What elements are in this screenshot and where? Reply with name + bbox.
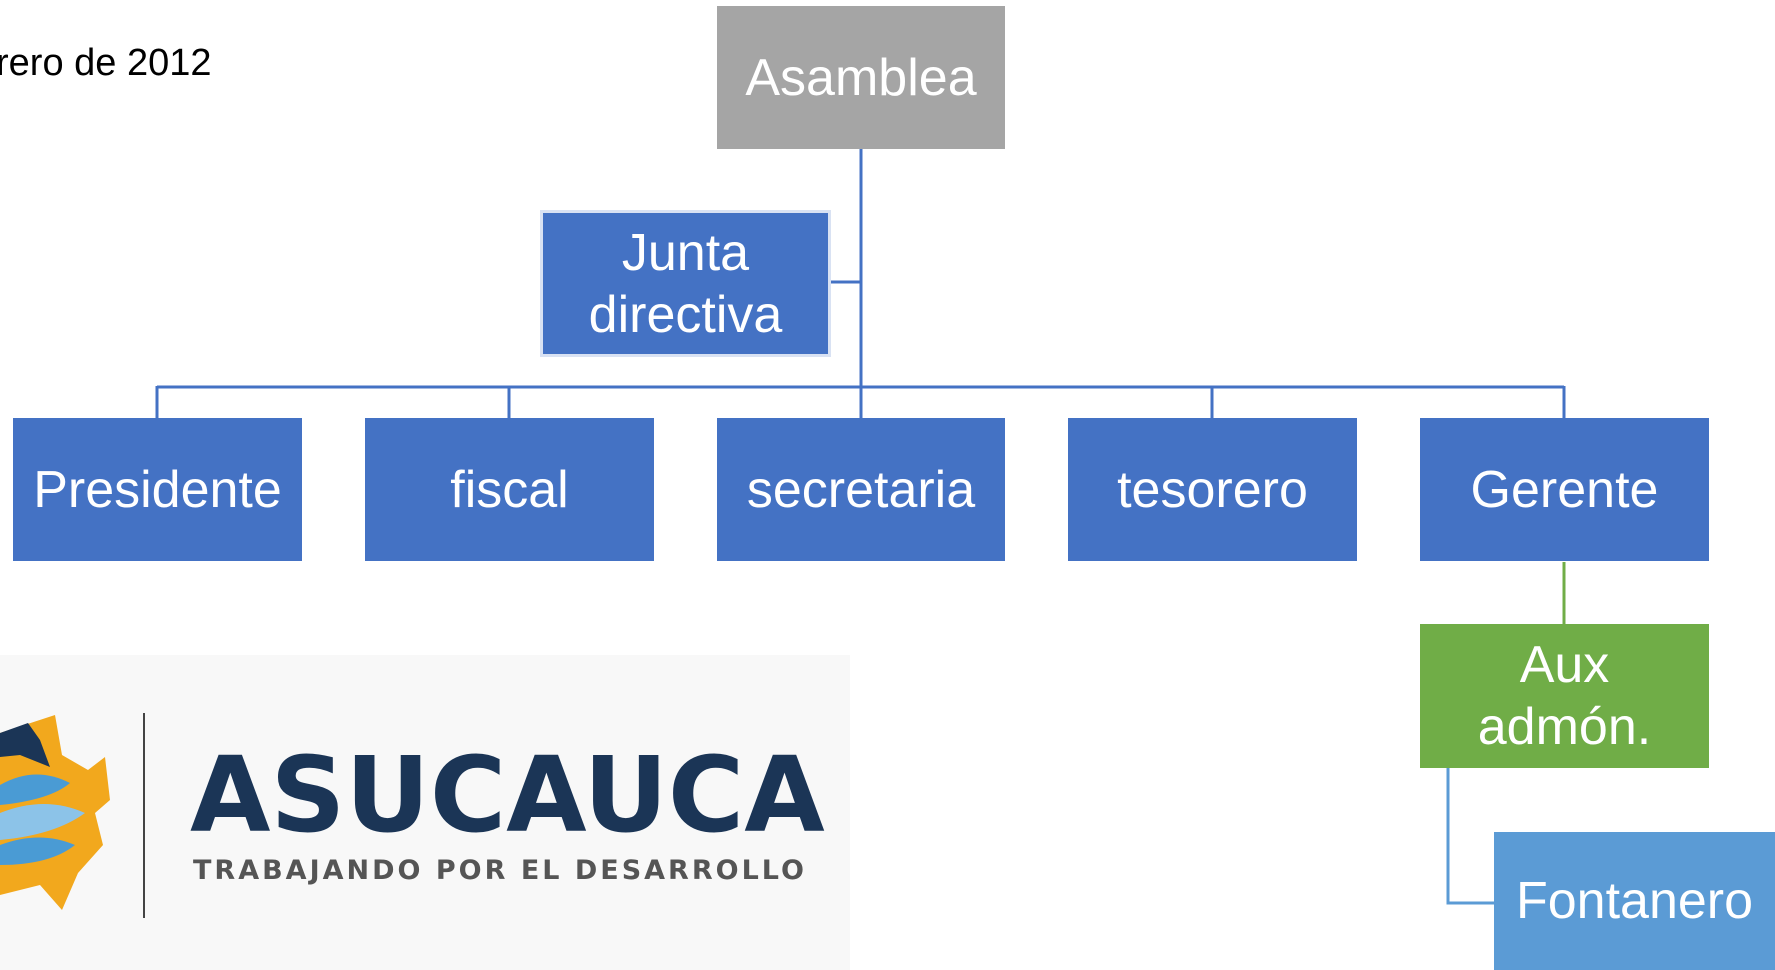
node-gerente[interactable]: Gerente bbox=[1420, 418, 1709, 561]
node-aux-admon[interactable]: Aux admón. bbox=[1420, 624, 1709, 768]
logo: ASUCAUCA TRABAJANDO POR EL DESARROLLO bbox=[0, 655, 850, 970]
logo-divider bbox=[143, 713, 145, 918]
node-fiscal[interactable]: fiscal bbox=[365, 418, 654, 561]
node-tesorero[interactable]: tesorero bbox=[1068, 418, 1357, 561]
logo-tagline: TRABAJANDO POR EL DESARROLLO bbox=[193, 855, 807, 886]
node-fontanero[interactable]: Fontanero bbox=[1494, 832, 1775, 970]
node-junta-label: Junta directiva bbox=[588, 223, 783, 344]
node-presidente[interactable]: Presidente bbox=[13, 418, 302, 561]
logo-name: ASUCAUCA bbox=[190, 734, 825, 856]
node-aux-label: Aux admón. bbox=[1477, 636, 1652, 756]
date-text: rero de 2012 bbox=[0, 42, 212, 84]
node-asamblea[interactable]: Asamblea bbox=[717, 6, 1005, 149]
gear-wave-icon bbox=[0, 715, 110, 910]
node-secretaria[interactable]: secretaria bbox=[717, 418, 1005, 561]
node-junta-directiva[interactable]: Junta directiva bbox=[540, 210, 831, 357]
